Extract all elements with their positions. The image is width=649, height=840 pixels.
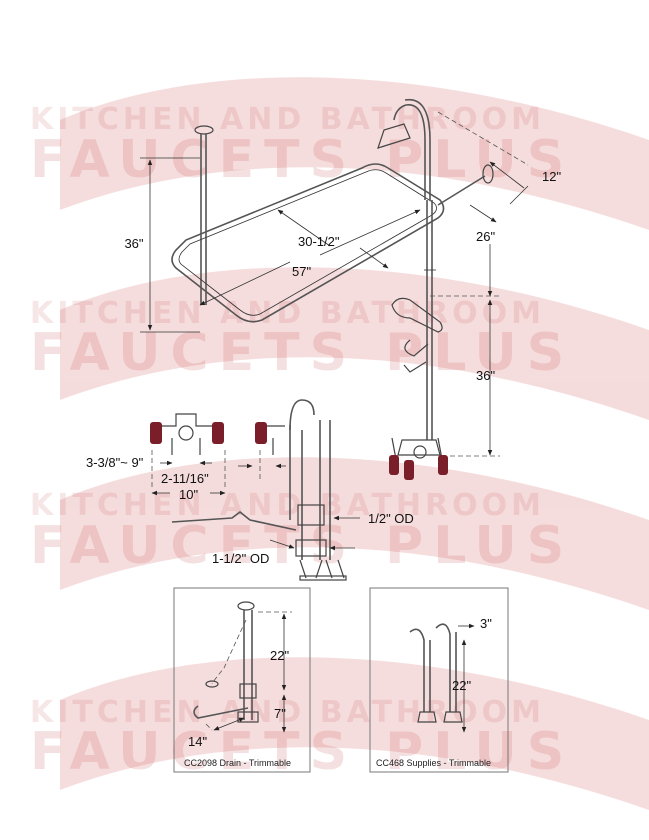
shower-head — [377, 123, 411, 149]
dim-label: 36" — [124, 236, 143, 251]
dim-label: 36" — [476, 368, 495, 383]
wall-brace — [437, 175, 486, 206]
dim-supply-offset: 3" — [458, 616, 492, 631]
dim-label: 7" — [274, 706, 286, 721]
supply-line-left — [409, 628, 425, 712]
caption-supplies: CC468 Supplies - Trimmable — [376, 758, 491, 768]
dim-drain-od: 1-1/2" OD — [212, 539, 355, 566]
ceiling-flange — [194, 125, 214, 135]
dim-label: 1-1/2" OD — [212, 551, 269, 566]
dim-label: 12" — [542, 169, 561, 184]
dim-faucet-spread: 3-3/8"~ 9" 2-11/16" 10" — [86, 450, 286, 502]
dim-label: 26" — [476, 229, 495, 244]
dim-wall-offset: 12" — [437, 111, 561, 205]
dim-riser-top: 26" — [430, 204, 500, 297]
supply-drain-side-view — [171, 399, 347, 581]
tub-faucet-body — [397, 439, 441, 456]
porcelain-handle — [150, 422, 162, 444]
background-swooshes — [60, 77, 649, 810]
dim-label: 3-3/8"~ 9" — [86, 455, 144, 470]
overflow-tube — [171, 510, 297, 531]
supply-line-right — [435, 623, 451, 712]
drain-box — [173, 587, 311, 773]
dim-drain-length: 14" — [188, 717, 245, 749]
drain-tee — [295, 539, 327, 557]
dim-rod-width: 30-1/2" — [277, 209, 389, 269]
floor-flange — [299, 575, 347, 581]
dim-label: 2-11/16" — [161, 471, 209, 486]
drain-arm — [193, 705, 249, 719]
dim-drain-lower: 7" — [274, 694, 287, 733]
drain-stopper — [237, 601, 255, 611]
porcelain-handle — [255, 422, 267, 444]
faucet-detail — [150, 413, 285, 455]
wall-flange — [482, 164, 494, 184]
dim-label: 30-1/2" — [298, 234, 340, 249]
dim-label: 22" — [452, 678, 471, 693]
rectangular-shower-rod — [171, 163, 445, 323]
dim-label: 10" — [179, 487, 198, 502]
porcelain-handle-right — [438, 455, 448, 475]
dim-left-height: 36" — [124, 157, 200, 333]
porcelain-handle — [212, 422, 224, 444]
dim-label: 14" — [188, 734, 207, 749]
dim-drain-height: 22" — [258, 611, 292, 691]
hand-shower-hook — [404, 339, 429, 357]
dim-label: 1/2" OD — [368, 511, 414, 526]
supplies-box — [369, 587, 509, 773]
porcelain-handle-left — [389, 455, 399, 475]
dim-label: 3" — [480, 616, 492, 631]
hand-shower — [391, 297, 443, 333]
drain-coupling — [297, 504, 325, 526]
dim-supply-height: 22" — [452, 639, 471, 733]
dim-label: 57" — [292, 264, 311, 279]
dim-label: 22" — [270, 648, 289, 663]
dim-rod-length: 57" — [199, 209, 421, 306]
dim-supply-od: 1/2" OD — [333, 511, 414, 526]
caption-drain: CC2098 Drain - Trimmable — [184, 758, 291, 768]
porcelain-handle-mid — [404, 460, 414, 480]
diverter-icon — [413, 445, 427, 459]
riser-pipe — [393, 104, 426, 200]
supply-flange-left — [417, 711, 437, 723]
dim-riser-bottom: 36" — [450, 299, 500, 457]
shower-rod-assembly — [171, 98, 494, 480]
